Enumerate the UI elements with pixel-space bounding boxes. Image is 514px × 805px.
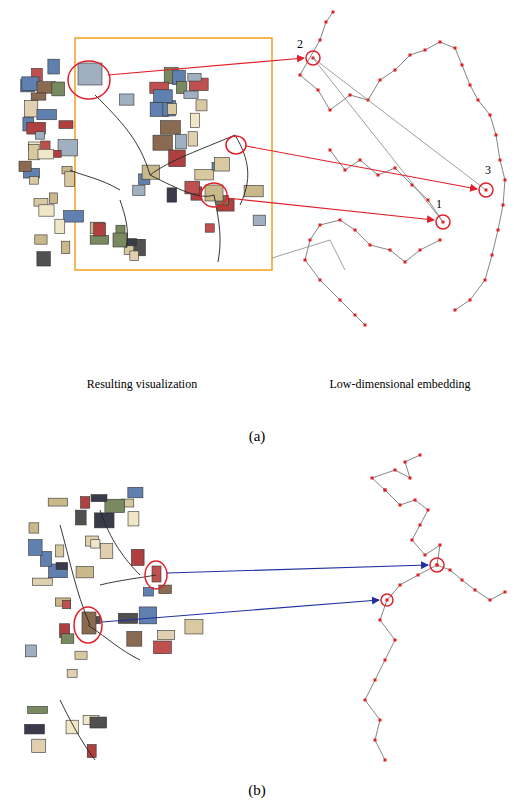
image-thumbnail [185,619,203,633]
image-thumbnail [188,132,198,146]
image-thumbnail [91,495,107,502]
image-thumbnail [32,578,52,585]
image-thumbnail [56,562,67,569]
image-thumbnail [169,150,186,167]
image-thumbnail [167,188,177,202]
image-thumbnail [81,497,90,509]
image-thumbnail [130,251,139,261]
callout-number: 3 [485,164,491,177]
image-thumbnail [167,103,176,114]
image-thumbnail [133,185,145,195]
image-thumbnail [75,651,87,659]
image-thumbnail [163,101,176,116]
image-thumbnail [188,73,201,81]
panel-caption: Resulting visualization [87,378,197,391]
image-thumbnail [32,739,46,752]
image-thumbnail [94,223,106,236]
image-thumbnail [152,566,161,582]
image-thumbnail [159,585,172,593]
image-thumbnail [55,219,65,233]
image-thumbnail [244,185,263,196]
image-thumbnail [37,109,56,119]
image-thumbnail [214,157,229,171]
image-thumbnail [195,169,214,179]
image-thumbnail [90,235,108,244]
image-thumbnail [62,241,70,253]
image-thumbnail [24,100,37,117]
image-thumbnail [29,176,38,184]
image-thumbnail [118,613,137,623]
image-thumbnail [31,93,46,100]
image-thumbnail [176,134,187,148]
image-thumbnail [105,499,125,512]
image-thumbnail [120,94,134,105]
image-thumbnail [113,233,127,247]
pointer-arrows [102,58,477,622]
image-thumbnail [158,630,175,639]
highlight-circles [68,51,493,643]
image-thumbnail [28,144,39,159]
image-thumbnail [90,717,107,728]
image-thumbnail [76,567,93,578]
image-thumbnail [39,205,54,216]
image-thumbnail [19,161,31,172]
image-thumbnail [48,498,67,506]
image-thumbnail [196,100,207,111]
image-thumbnail [91,540,100,548]
image-thumbnail [25,645,36,657]
image-thumbnail [64,210,84,222]
embedding [272,11,507,762]
subfigure-label: (b) [248,782,266,799]
image-thumbnail [65,172,75,187]
image-thumbnail [160,121,180,135]
image-thumbnail [29,540,43,556]
image-thumbnail [253,215,265,225]
image-thumbnail [75,510,86,525]
image-thumbnail [28,706,48,713]
panel-caption: Low-dimensional embedding [330,378,471,391]
image-thumbnail [184,91,198,98]
image-thumbnail [29,523,39,533]
visual-links [60,95,248,760]
image-thumbnail [61,634,74,643]
image-thumbnail [59,121,73,129]
image-thumbnail [131,549,144,565]
image-thumbnail [154,641,172,654]
zoom-frame [75,38,272,270]
image-thumbnail [205,185,223,201]
image-thumbnail [142,165,159,179]
image-thumbnail [38,149,54,159]
callout-number: 1 [436,198,442,211]
image-thumbnail [25,724,45,734]
image-thumbnail [22,77,39,91]
image-thumbnail [128,487,143,497]
thumbnails [19,59,265,757]
image-thumbnail [153,135,172,150]
image-thumbnail [63,600,71,608]
image-thumbnail [139,607,156,624]
image-thumbnail [55,545,63,557]
image-thumbnail [127,631,142,646]
image-thumbnail [100,544,113,559]
image-thumbnail [67,669,77,677]
image-thumbnail [35,235,47,244]
image-thumbnail [191,113,200,127]
callout-number: 2 [297,38,303,51]
image-thumbnail [49,193,57,204]
image-thumbnail [205,224,214,232]
image-thumbnail [128,512,139,526]
image-thumbnail [154,90,173,103]
image-thumbnail [36,132,45,139]
image-thumbnail [48,59,59,74]
image-thumbnail [37,252,50,266]
image-thumbnail [52,82,65,96]
image-thumbnail [78,63,102,85]
subfigure-label: (a) [249,428,266,445]
